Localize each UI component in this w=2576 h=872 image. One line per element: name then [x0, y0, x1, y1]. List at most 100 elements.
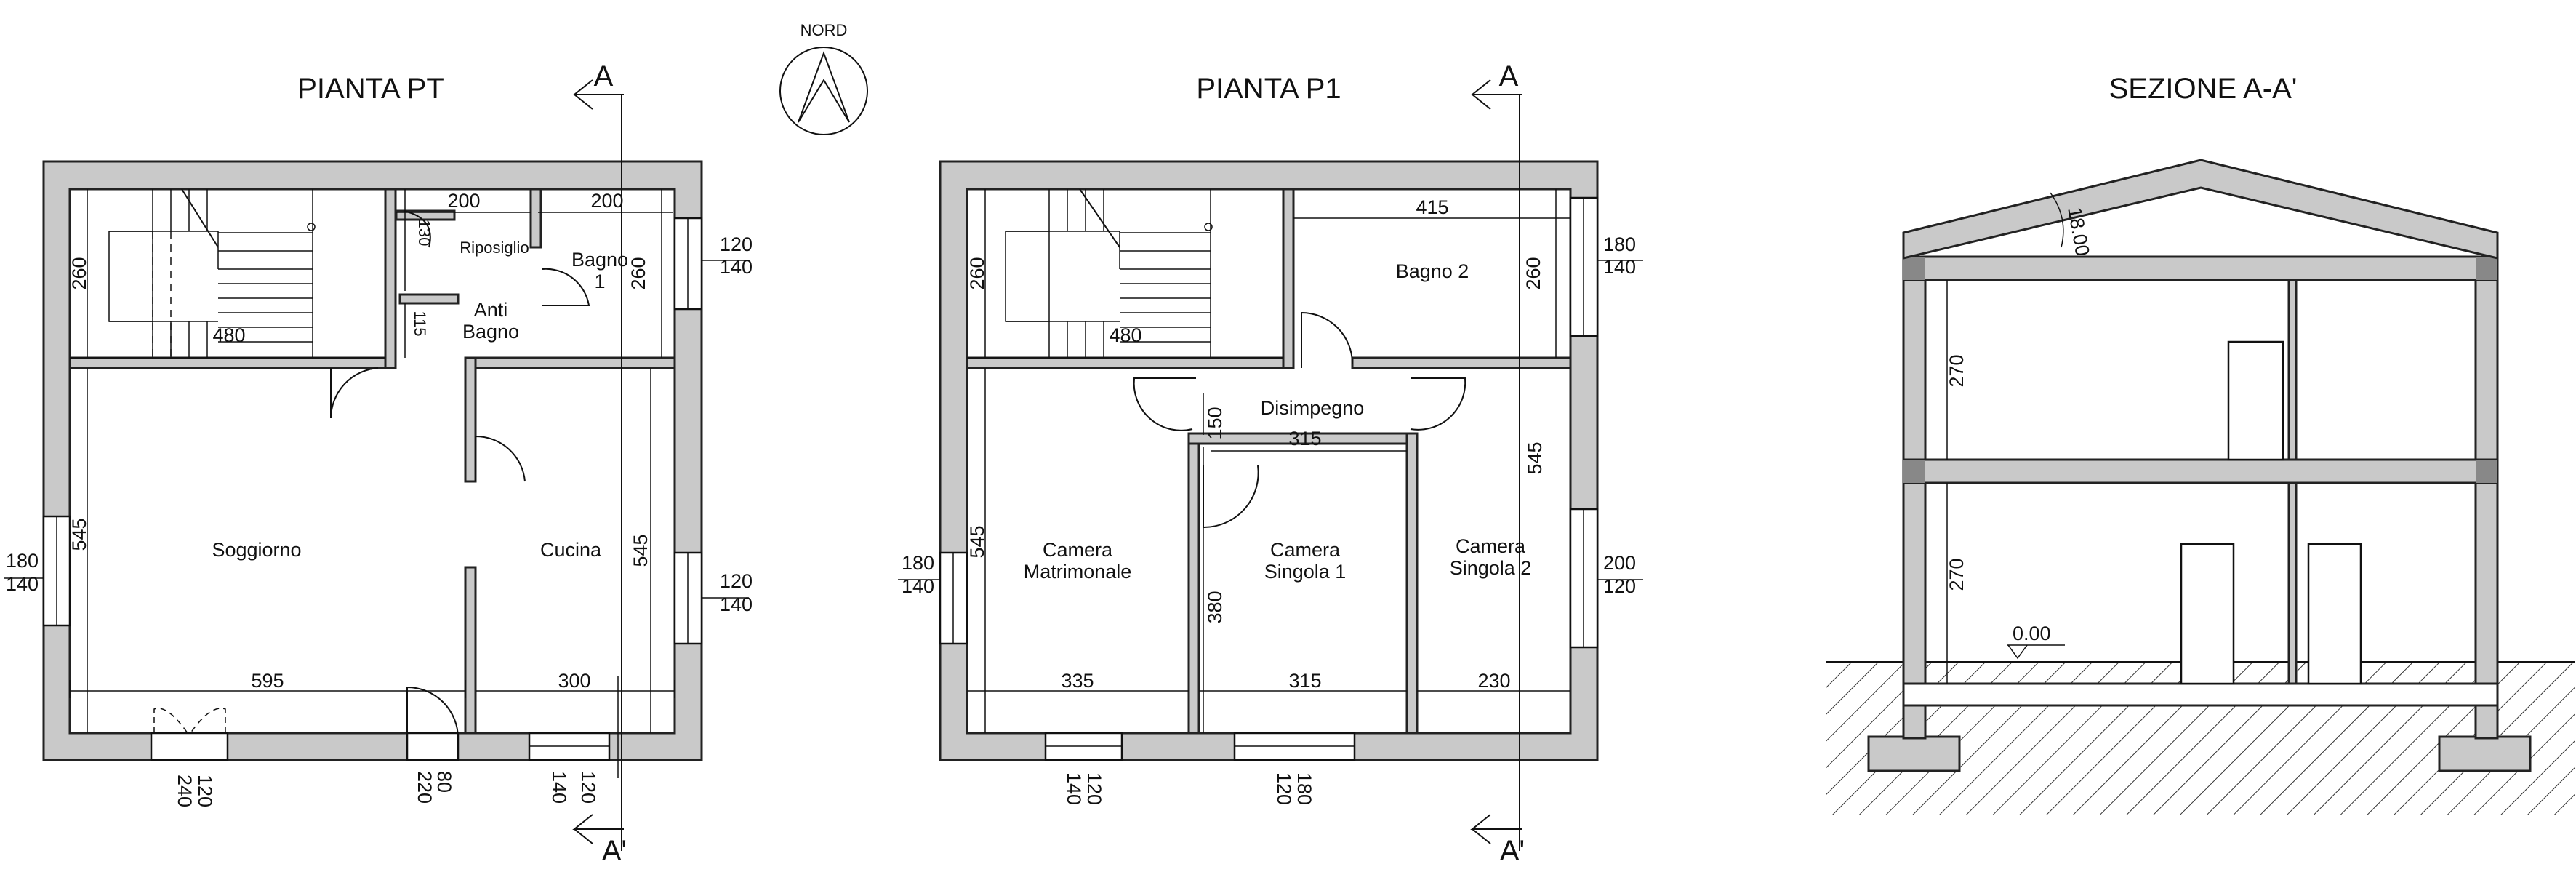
gf-room-antibagno-label1: Anti	[474, 299, 508, 321]
gf-window-south-kitchen	[528, 732, 611, 761]
ff-dim-545-right: 545	[1524, 441, 1546, 474]
north-compass: NORD	[779, 21, 868, 135]
gf-win-dim-140-left: 140	[6, 573, 39, 595]
ff-door-left	[1133, 377, 1196, 431]
section-door-upper	[2227, 340, 2284, 461]
gf-wall-kitchen-left-lower	[464, 566, 477, 735]
section-title: SEZIONE A-A'	[2109, 73, 2298, 105]
ff-room-sing2-label1: Camera	[1456, 535, 1526, 557]
gf-section-line: A A'	[572, 60, 627, 867]
section-base-slab	[1902, 682, 2499, 707]
section-roof	[1902, 159, 2499, 260]
gf-door-bagno	[542, 268, 590, 306]
gf-dim-300: 300	[558, 670, 590, 692]
gf-dim-595: 595	[251, 670, 284, 692]
gf-section-label-top: A	[594, 60, 614, 92]
ff-wall-singola-divider	[1405, 432, 1419, 735]
ff-dimension-lines	[967, 189, 1570, 733]
section-beam-right-top	[2476, 257, 2497, 280]
ff-dim-260-right: 260	[1522, 257, 1544, 289]
ground-floor-title: PIANTA PT	[297, 73, 444, 105]
gf-dim-260-right: 260	[627, 257, 649, 289]
ff-dim-260-left: 260	[966, 257, 988, 289]
ff-dim-545-left: 545	[966, 525, 988, 558]
gf-win-dim-180-left: 180	[6, 550, 39, 572]
gf-french-window-south	[150, 708, 229, 761]
section-roof-angle-arc	[2050, 192, 2064, 248]
gf-wall-kitchen-top	[464, 356, 676, 369]
gf-entrance-door	[406, 686, 460, 761]
gf-window-east-upper	[673, 217, 703, 311]
gf-room-ripostiglio: Riposiglio	[460, 239, 529, 257]
ff-window-west	[939, 551, 968, 645]
ground-floor-plan: PIANTA PT	[4, 60, 753, 867]
ff-dim-380: 380	[1204, 591, 1226, 623]
gf-dim-240: 240	[174, 775, 196, 807]
gf-staircase	[108, 188, 316, 358]
gf-wall-stair-living	[68, 356, 391, 369]
gf-dim-120-south-b: 120	[577, 771, 599, 804]
ff-window-south-sing1	[1233, 732, 1356, 761]
gf-room-bagno1-number: 1	[594, 271, 605, 292]
section-view: SEZIONE A-A' 270 270 18.00	[1826, 73, 2575, 815]
ff-dim-120-south: 120	[1083, 772, 1105, 805]
ff-win-dim-120-right: 120	[1603, 575, 1636, 597]
gf-door-living	[330, 367, 379, 419]
gf-dim-115: 115	[411, 311, 429, 336]
ff-win-dim-140-right: 140	[1603, 256, 1636, 278]
gf-dim-220: 220	[414, 771, 436, 804]
gf-win-dim-140-b: 140	[720, 593, 753, 615]
ff-section-label-top: A	[1499, 60, 1519, 92]
ff-window-south-matr	[1044, 732, 1123, 761]
ff-staircase	[1005, 188, 1213, 358]
gf-dim-80: 80	[433, 771, 455, 793]
ff-win-dim-180-right: 180	[1603, 233, 1636, 255]
ff-wall-bagno2	[1351, 356, 1572, 369]
gf-dim-130: 130	[415, 220, 433, 247]
ff-dim-150: 150	[1204, 407, 1226, 439]
gf-win-dim-120-b: 120	[720, 570, 753, 592]
ff-room-matr-label1: Camera	[1043, 539, 1113, 561]
gf-room-cucina: Cucina	[540, 539, 602, 561]
gf-room-antibagno-label2: Bagno	[462, 321, 519, 343]
section-foundation-left	[1867, 735, 1961, 772]
ff-room-sing2-label2: Singola 2	[1450, 557, 1532, 579]
ff-room-disimpegno: Disimpegno	[1261, 397, 1365, 419]
ff-win-dim-140-left: 140	[902, 575, 934, 597]
gf-dim-120-south: 120	[194, 775, 216, 807]
ff-dim-140-south: 140	[1063, 772, 1085, 805]
section-height-270-lower: 270	[1946, 558, 1967, 591]
gf-dim-545-right: 545	[630, 534, 651, 567]
gf-room-bagno1-label: Bagno	[571, 249, 628, 271]
ff-win-dim-180-left: 180	[902, 552, 934, 574]
ff-section-line: A A'	[1470, 60, 1525, 867]
ff-wall-stair	[966, 356, 1292, 369]
ff-room-matr-label2: Matrimonale	[1024, 561, 1132, 583]
ff-room-sing1-label1: Camera	[1270, 539, 1341, 561]
section-first-floor-slab	[1902, 458, 2499, 484]
section-level-marker: 0.00	[2007, 623, 2065, 660]
section-height-270-upper: 270	[1946, 354, 1967, 387]
section-door-lower-left	[2180, 543, 2235, 685]
gf-win-dim-120-a: 120	[720, 233, 753, 255]
gf-dim-200-a: 200	[447, 190, 480, 212]
section-foundation-right	[2438, 735, 2532, 772]
ff-dim-230: 230	[1477, 670, 1510, 692]
ff-dim-315-top: 315	[1288, 428, 1321, 449]
section-level-label: 0.00	[2013, 623, 2051, 644]
gf-wall-antibagno	[398, 293, 460, 305]
gf-window-east-lower	[673, 551, 703, 645]
gf-wall-stair-right	[384, 188, 397, 369]
ff-window-east-upper	[1569, 196, 1599, 337]
gf-dim-480: 480	[212, 324, 245, 346]
ff-room-bagno2: Bagno 2	[1396, 260, 1469, 282]
ff-dim-415: 415	[1416, 196, 1448, 218]
ff-dim-315-bottom: 315	[1288, 670, 1321, 692]
gf-wall-bath-partition	[529, 188, 542, 249]
gf-win-dim-140-a: 140	[720, 256, 753, 278]
gf-dim-545-left: 545	[68, 518, 90, 551]
ff-room-sing1-label2: Singola 1	[1264, 561, 1347, 583]
ff-section-label-bottom: A'	[1500, 835, 1525, 867]
gf-door-kitchen	[475, 435, 526, 482]
